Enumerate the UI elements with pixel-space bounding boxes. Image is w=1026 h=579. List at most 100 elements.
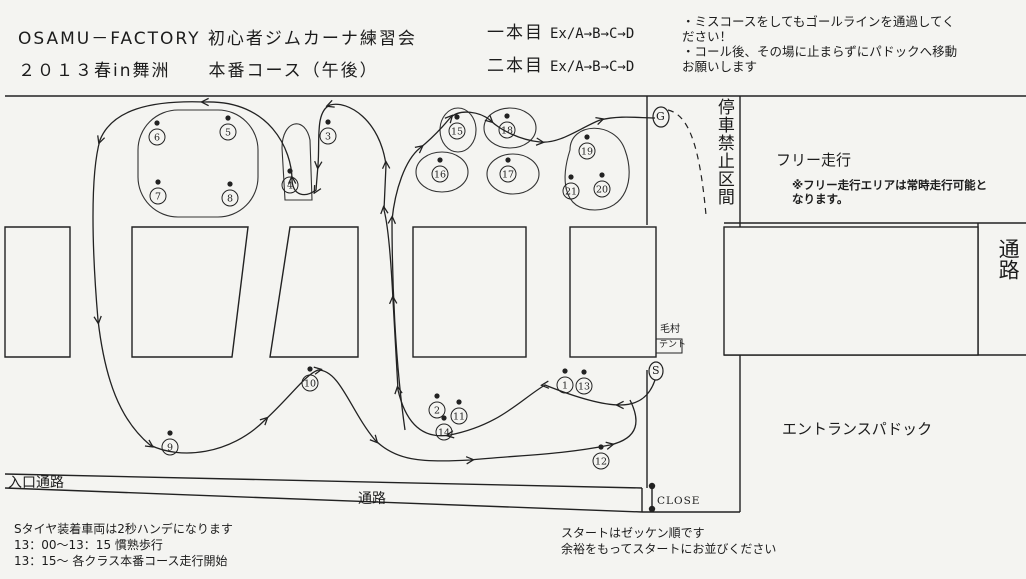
cone-9: 9: [161, 430, 179, 456]
cone-21: 21: [562, 174, 580, 200]
cone-dot: [287, 168, 293, 174]
cone-ring: [450, 407, 468, 425]
cone-20: 20: [593, 172, 611, 198]
cone-ring: [556, 376, 574, 394]
cone-number: 11: [453, 412, 465, 423]
footer-line-3: 13：15～ 各クラス本番コース走行開始: [14, 554, 228, 568]
free-run-title: フリー走行: [776, 151, 852, 169]
cone-dot: [225, 115, 231, 121]
cone-5: 5: [219, 115, 237, 141]
driving-line: [92, 102, 656, 461]
cone-number: 18: [501, 126, 513, 137]
cone-number: 21: [565, 187, 577, 198]
free-run-note-2: なります。: [792, 192, 849, 206]
footer-line-1: Sタイヤ装着車両は2秒ハンデになります: [14, 522, 233, 536]
cone-dot: [581, 369, 587, 375]
free-run-note-1: ※フリー走行エリアは常時走行可能と: [792, 178, 988, 192]
cone-7: 7: [149, 179, 167, 205]
cone-6: 6: [148, 120, 166, 146]
cone-ring: [319, 127, 337, 145]
cone-dot: [456, 399, 462, 405]
cone-ring: [148, 128, 166, 146]
timer-label-1: 毛村: [660, 324, 680, 335]
cone-number: 19: [581, 147, 593, 158]
cone-number: 10: [304, 379, 316, 390]
cone-number: 4: [287, 181, 293, 192]
cone-ring: [219, 123, 237, 141]
cone-ring: [592, 452, 610, 470]
entrance-paddock-label: エントランスパドック: [782, 420, 933, 438]
sheet-title: OSAMU－FACTORY 初心者ジムカーナ練習会: [18, 29, 417, 49]
run2-order: Ex/A→B→C→D: [550, 59, 635, 75]
cone-ring: [221, 189, 239, 207]
footer-line-4: スタートはゼッケン順です: [561, 526, 705, 540]
no-parking-lane: [667, 109, 707, 216]
cone-number: 14: [438, 428, 450, 439]
cone-number: 9: [167, 443, 173, 454]
cone-15: 15: [448, 114, 466, 140]
cone-number: 15: [451, 127, 463, 138]
cone-dot: [454, 114, 460, 120]
cone-dot: [325, 119, 331, 125]
cone-dot: [434, 393, 440, 399]
cone-14: 14: [435, 415, 453, 441]
cone-ring: [431, 165, 449, 183]
footer-line-2: 13：00～13：15 慣熟歩行: [14, 538, 163, 552]
cone-number: 5: [225, 128, 231, 139]
cone-4: 4: [281, 168, 299, 194]
cone-ring: [499, 165, 517, 183]
cone-number: 20: [596, 185, 608, 196]
cone-ring: [161, 438, 179, 456]
cone-number: 2: [434, 406, 440, 417]
cone-18: 18: [498, 113, 516, 139]
footer-line-5: 余裕をもってスタートにお並びください: [561, 542, 777, 556]
cone-number: 13: [578, 382, 590, 393]
road-label: 通路: [358, 491, 386, 507]
cone-17: 17: [499, 157, 517, 183]
building-blocks: [4, 226, 979, 358]
cone-ring: [578, 142, 596, 160]
cone-number: 6: [154, 133, 160, 144]
cone-ring: [301, 374, 319, 392]
cone-number: 7: [155, 192, 161, 203]
cone-ring: [575, 377, 593, 395]
entry-road-label: 入口通路: [8, 475, 64, 491]
instruction-line-3: ・コール後、その場に止まらずにパドックへ移動: [682, 44, 958, 59]
start-marker-label: S: [652, 364, 660, 377]
cone-16: 16: [431, 157, 449, 183]
goal-marker-label: G: [656, 110, 665, 123]
cone-dot: [568, 174, 574, 180]
close-label: CLOSE: [657, 495, 701, 507]
cone-dot: [505, 157, 511, 163]
instruction-line-4: お願いします: [682, 59, 758, 74]
timer-label-2: テント: [659, 340, 687, 350]
cone-19: 19: [578, 134, 596, 160]
cone-number: 3: [325, 132, 331, 143]
cone-ring: [498, 121, 516, 139]
cone-dot: [307, 366, 313, 372]
cone-2: 2: [428, 393, 446, 419]
cone-number: 17: [502, 170, 514, 181]
cone-groups: [137, 107, 630, 218]
instruction-line-1: ・ミスコースをしてもゴールラインを通過してく: [682, 14, 955, 29]
instruction-line-2: ださい！: [682, 29, 733, 44]
cone-number: 8: [227, 194, 233, 205]
cone-ring: [281, 176, 299, 194]
cone-number: 1: [562, 381, 568, 392]
cone-13: 13: [575, 369, 593, 395]
run2-label: 二本目: [487, 56, 544, 76]
cone-ring: [562, 182, 580, 200]
cone-dot: [504, 113, 510, 119]
road-right-label: 通路: [996, 238, 1021, 280]
cone-ring: [149, 187, 167, 205]
cone-12: 12: [592, 444, 610, 470]
cone-dot: [155, 179, 161, 185]
cone-11: 11: [450, 399, 468, 425]
cone-8: 8: [221, 181, 239, 207]
start-goal-markers: [648, 106, 683, 513]
no-parking-zone-label: 停車禁止区間: [713, 98, 734, 206]
cone-dot: [154, 120, 160, 126]
